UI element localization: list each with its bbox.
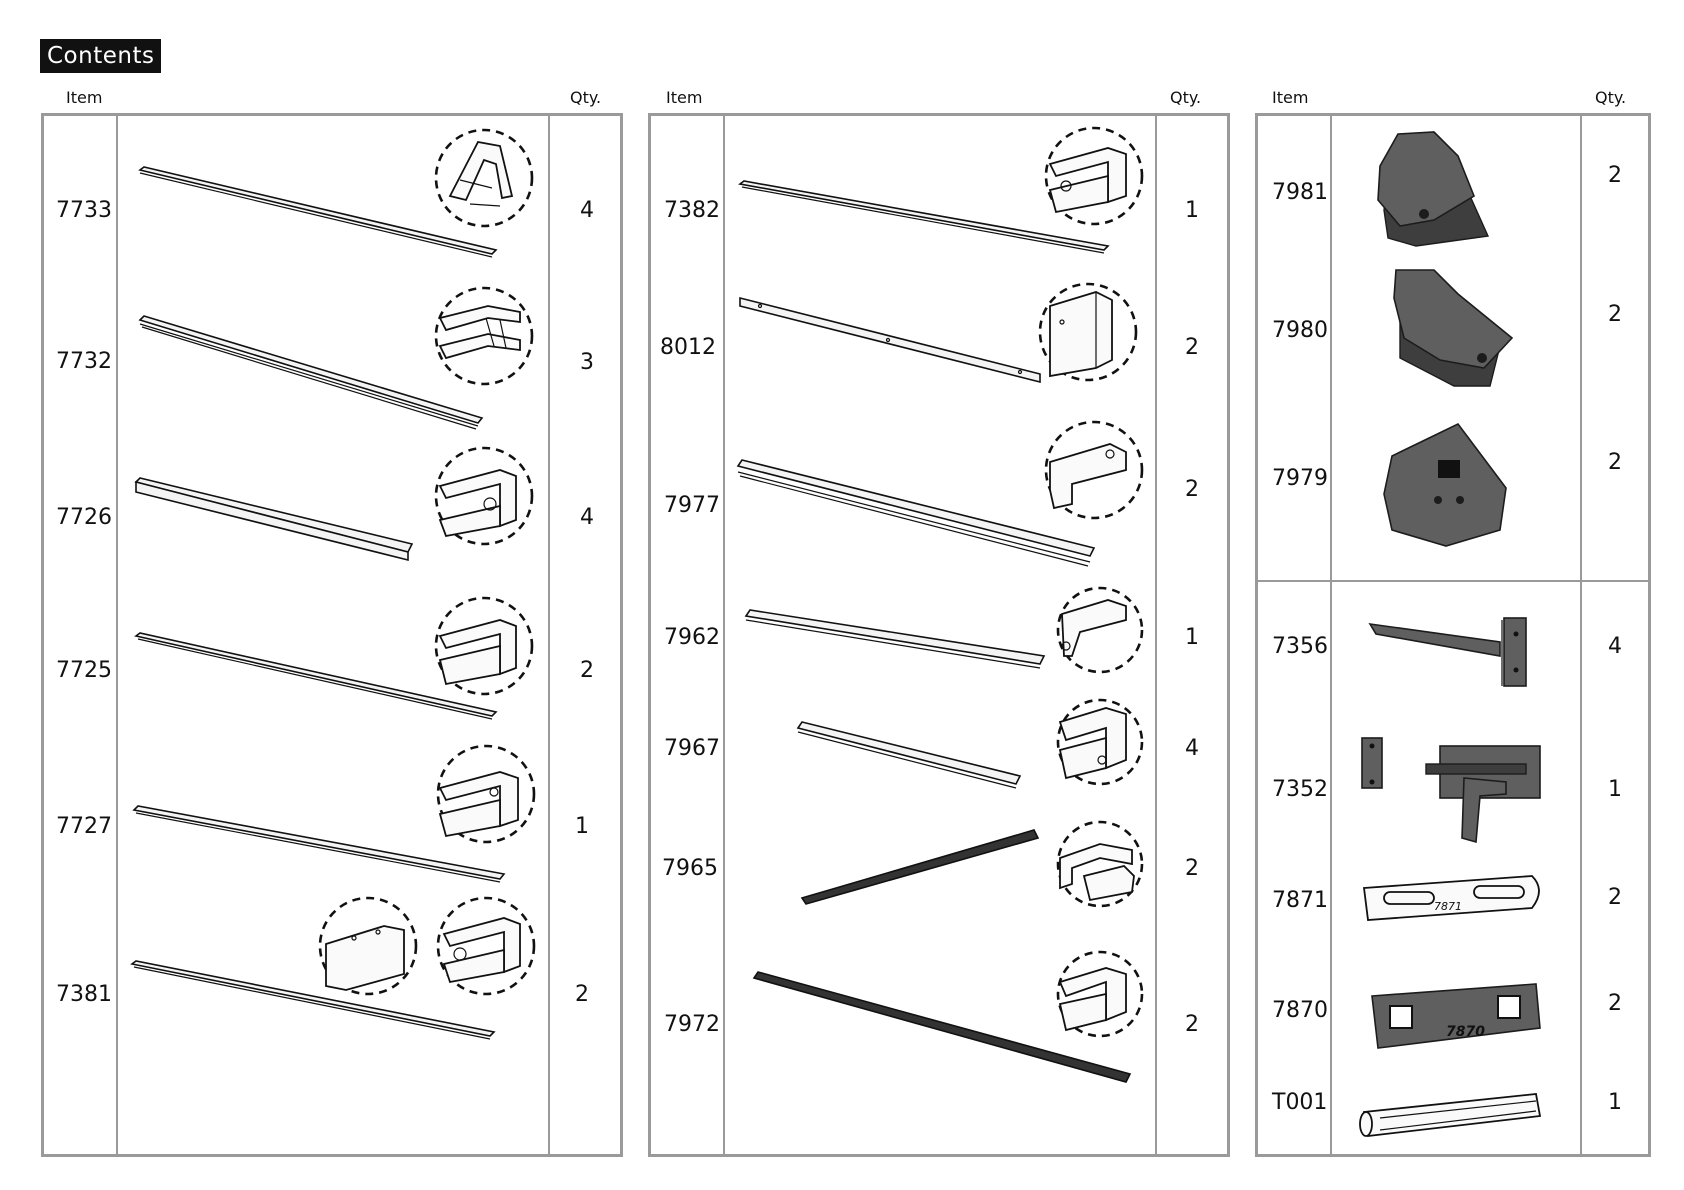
profile-detail-7726: [436, 448, 532, 544]
profile-detail-7965: [1058, 822, 1142, 906]
profile-bar-7725: [136, 633, 496, 719]
corner-piece-7980: [1394, 270, 1512, 386]
profile-detail-8012: [1040, 284, 1136, 380]
profile-bar-7977: [738, 460, 1094, 566]
profile-detail-7382: [1046, 128, 1142, 224]
bracket-label: 7871: [1434, 900, 1462, 913]
corner-piece-7981: [1378, 132, 1488, 246]
profile-detail-7727: [438, 746, 534, 842]
profile-detail-7732: [436, 288, 532, 384]
profile-bar-8012: [740, 298, 1040, 382]
profile-detail-7733: [436, 130, 532, 226]
tool-handle-T001: [1360, 1094, 1540, 1136]
profile-bar-7726: [136, 478, 412, 560]
tee-hinge-7356: [1370, 618, 1526, 686]
profile-detail-7972: [1058, 952, 1142, 1036]
profile-detail-7977: [1046, 422, 1142, 518]
profile-bar-7965: [802, 830, 1038, 904]
spanner-label: 7870: [1446, 1024, 1485, 1040]
profile-detail-7962: [1058, 588, 1142, 672]
profile-detail-7381-a: [320, 898, 416, 994]
profile-bar-7967: [798, 722, 1020, 788]
corner-piece-7979: [1384, 424, 1506, 546]
spanner-7870: 7870: [1372, 984, 1540, 1048]
profile-detail-7725: [436, 598, 532, 694]
profile-detail-7381-b: [438, 898, 534, 994]
profile-bar-7732: [140, 316, 482, 429]
profile-bar-7381: [132, 961, 494, 1039]
profile-bar-7733: [140, 167, 496, 257]
gate-latch-7352: [1362, 738, 1540, 842]
lever-bracket-7871: 7871: [1364, 876, 1539, 920]
profile-bar-7962: [746, 610, 1044, 668]
profile-detail-7967: [1058, 700, 1142, 784]
